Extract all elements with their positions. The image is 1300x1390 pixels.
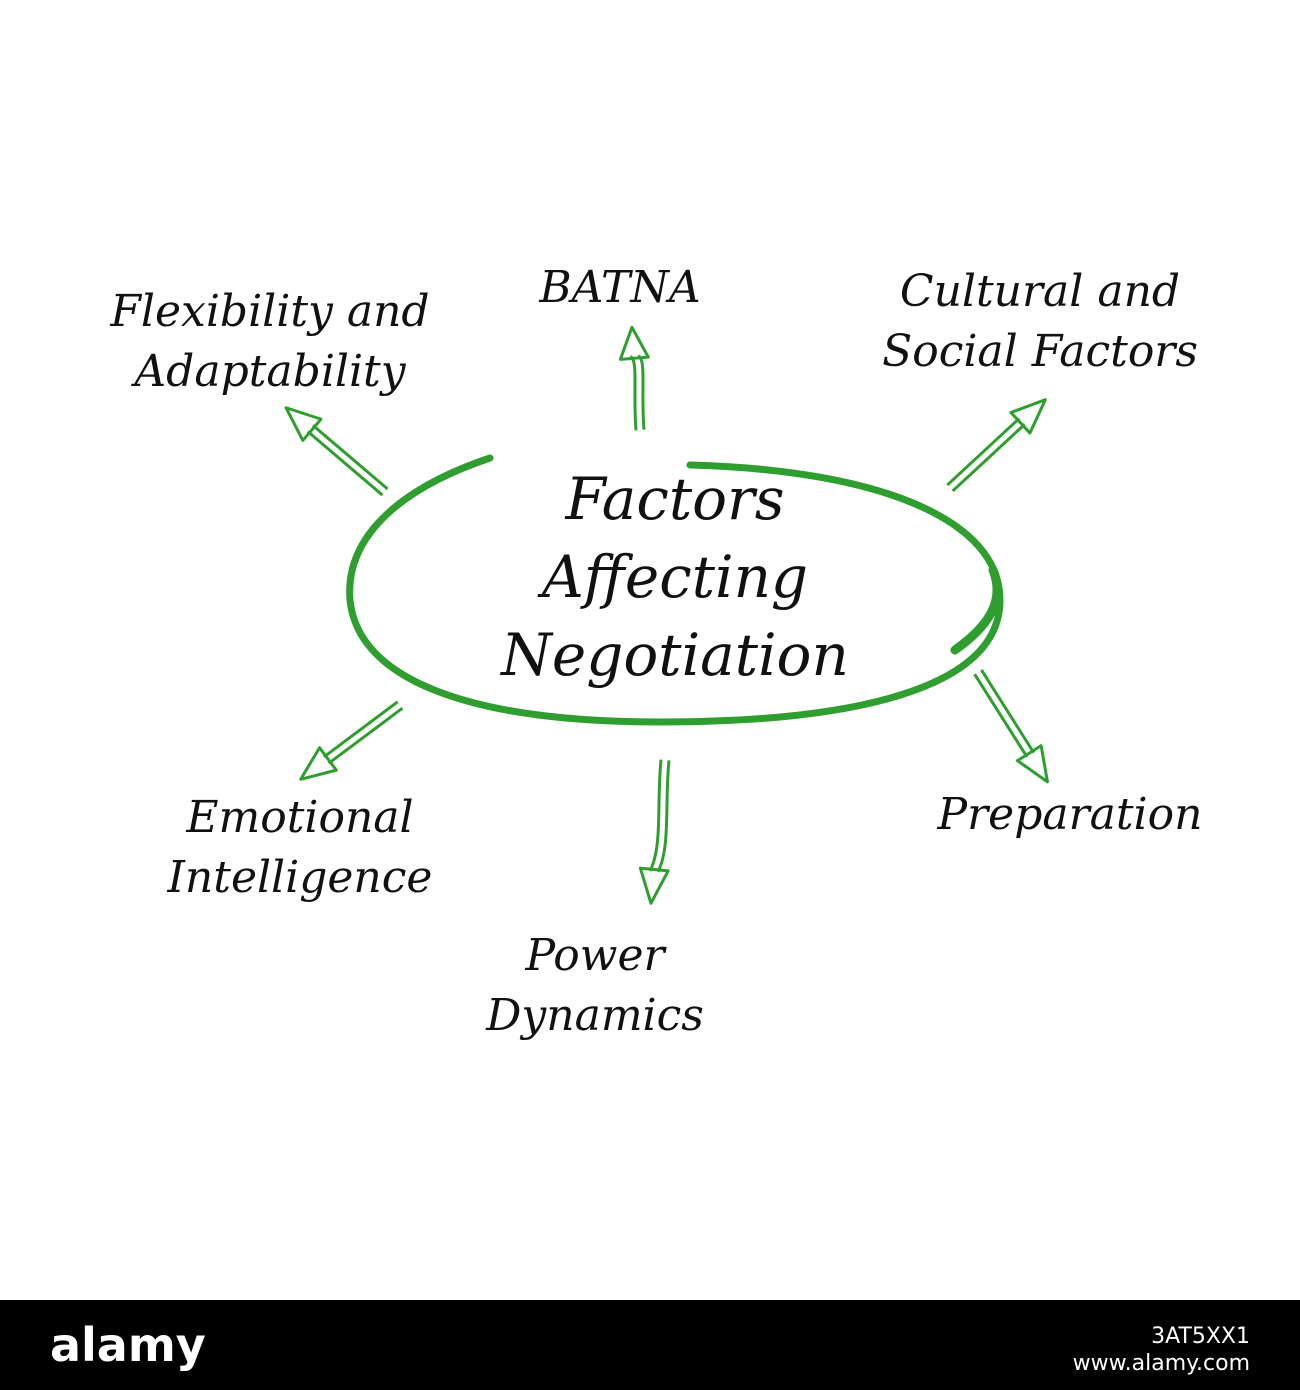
arrow-to-preparation bbox=[973, 669, 1049, 784]
factor-power-line1: Power bbox=[525, 930, 665, 981]
factor-flexibility-line1: Flexibility and bbox=[110, 286, 430, 337]
factor-power: Power Dynamics bbox=[460, 926, 730, 1046]
center-label-line2: Affecting bbox=[541, 543, 809, 611]
diagram-art bbox=[284, 325, 1049, 905]
arrow-to-cultural bbox=[946, 398, 1047, 493]
factor-flexibility-line2: Adaptability bbox=[134, 346, 406, 397]
arrow-to-flexibility bbox=[284, 406, 389, 497]
center-label: Factors Affecting Negotiation bbox=[445, 460, 905, 694]
diagram-canvas: Factors Affecting Negotiation Flexibilit… bbox=[70, 258, 1240, 1046]
watermark-image-id: 3AT5XX1 bbox=[1151, 1324, 1250, 1349]
arrow-to-emotional bbox=[299, 700, 404, 781]
factor-cultural-line2: Social Factors bbox=[882, 326, 1198, 377]
factor-batna: BATNA bbox=[490, 258, 750, 318]
factor-cultural-line1: Cultural and bbox=[899, 266, 1181, 317]
factor-power-line2: Dynamics bbox=[486, 990, 704, 1041]
factor-emotional-line1: Emotional bbox=[186, 792, 414, 843]
factor-preparation-line1: Preparation bbox=[937, 789, 1203, 840]
factor-batna-line1: BATNA bbox=[539, 262, 701, 313]
center-ellipse-overstroke bbox=[950, 565, 1002, 655]
factor-emotional: Emotional Intelligence bbox=[140, 788, 460, 908]
factor-cultural: Cultural and Social Factors bbox=[840, 262, 1240, 382]
watermark-logo: alamy bbox=[50, 1318, 206, 1372]
center-ellipse bbox=[346, 454, 1004, 726]
factor-emotional-line2: Intelligence bbox=[167, 852, 433, 903]
factor-flexibility: Flexibility and Adaptability bbox=[70, 282, 470, 402]
arrow-to-batna bbox=[618, 325, 650, 431]
factor-preparation: Preparation bbox=[905, 785, 1235, 845]
watermark-bar bbox=[0, 1300, 1300, 1390]
center-label-line1: Factors bbox=[565, 465, 785, 533]
center-label-line3: Negotiation bbox=[501, 621, 849, 689]
arrow-to-power bbox=[638, 759, 671, 905]
watermark-url: www.alamy.com bbox=[1072, 1351, 1250, 1376]
